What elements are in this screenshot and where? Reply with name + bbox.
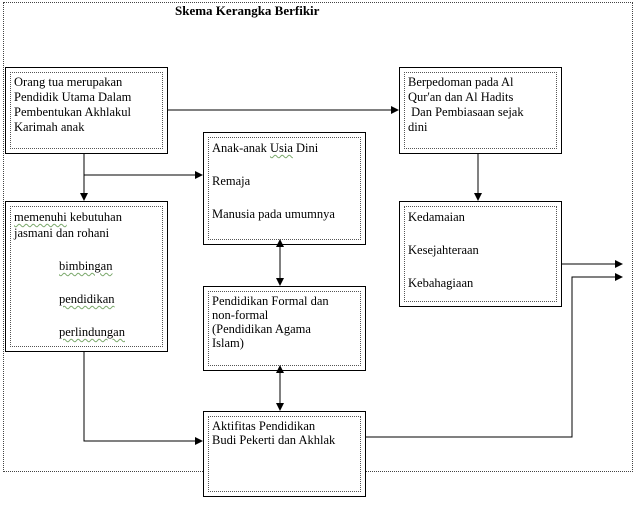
box-kebutuhan: memenuhi kebutuhan jasmani dan rohani bi… bbox=[5, 201, 168, 352]
orang-tua-line-4: Karimah anak bbox=[14, 120, 85, 134]
kedamaian-line-3: Kebahagiaan bbox=[408, 276, 474, 290]
berpedoman-line-2: Qur'an dan Al Hadits bbox=[408, 90, 514, 104]
kebutuhan-line-2: jasmani dan rohani bbox=[14, 226, 110, 240]
box-orang-tua: Orang tua merupakan Pendidik Utama Dalam… bbox=[5, 67, 168, 154]
berpedoman-line-1: Berpedoman pada Al bbox=[408, 75, 514, 89]
pendidikan-formal-line-2: non-formal bbox=[212, 308, 269, 322]
aktifitas-line-1: Aktifitas Pendidikan bbox=[212, 419, 316, 433]
pendidikan-formal-line-3: (Pendidikan Agama bbox=[212, 322, 311, 336]
orang-tua-line-3: Pembentukan Akhlakul bbox=[14, 105, 131, 119]
orang-tua-line-2: Pendidik Utama Dalam bbox=[14, 90, 132, 104]
kebutuhan-line-1: memenuhi kebutuhan bbox=[14, 210, 122, 224]
box-pendidikan-formal: Pendidikan Formal dan non-formal (Pendid… bbox=[203, 286, 366, 371]
box-kedamaian: Kedamaian Kesejahteraan Kebahagiaan bbox=[399, 201, 562, 307]
orang-tua-line-1: Orang tua merupakan bbox=[14, 75, 123, 89]
diagram-title: Skema Kerangka Berfikir bbox=[175, 3, 320, 18]
arrow-aktifitas-to-right bbox=[366, 273, 623, 438]
box-aktifitas: Aktifitas Pendidikan Budi Pekerti dan Ak… bbox=[203, 411, 366, 497]
box-berpedoman: Berpedoman pada Al Qur'an dan Al Hadits … bbox=[399, 67, 562, 154]
kebutuhan-line-3: bimbingan bbox=[59, 259, 113, 273]
anak-anak-line-1: Anak-anak Usia Dini bbox=[212, 141, 319, 155]
kebutuhan-line-5: perlindungan bbox=[59, 325, 125, 339]
kedamaian-line-2: Kesejahteraan bbox=[408, 243, 479, 257]
anak-anak-line-3: Manusia pada umumnya bbox=[212, 207, 335, 221]
kedamaian-line-1: Kedamaian bbox=[408, 210, 465, 224]
berpedoman-line-4: dini bbox=[408, 120, 428, 134]
arrow-kebutuhan-to-aktifitas bbox=[83, 352, 203, 445]
box-anak-anak: Anak-anak Usia Dini Remaja Manusia pada … bbox=[203, 132, 366, 245]
anak-anak-line-2: Remaja bbox=[212, 174, 251, 188]
pendidikan-formal-line-1: Pendidikan Formal dan bbox=[212, 294, 329, 308]
aktifitas-line-2: Budi Pekerti dan Akhlak bbox=[212, 433, 336, 447]
kebutuhan-line-4: pendidikan bbox=[59, 292, 115, 306]
pendidikan-formal-line-4: Islam) bbox=[212, 336, 244, 350]
berpedoman-line-3: Dan Pembiasaan sejak bbox=[408, 105, 524, 119]
